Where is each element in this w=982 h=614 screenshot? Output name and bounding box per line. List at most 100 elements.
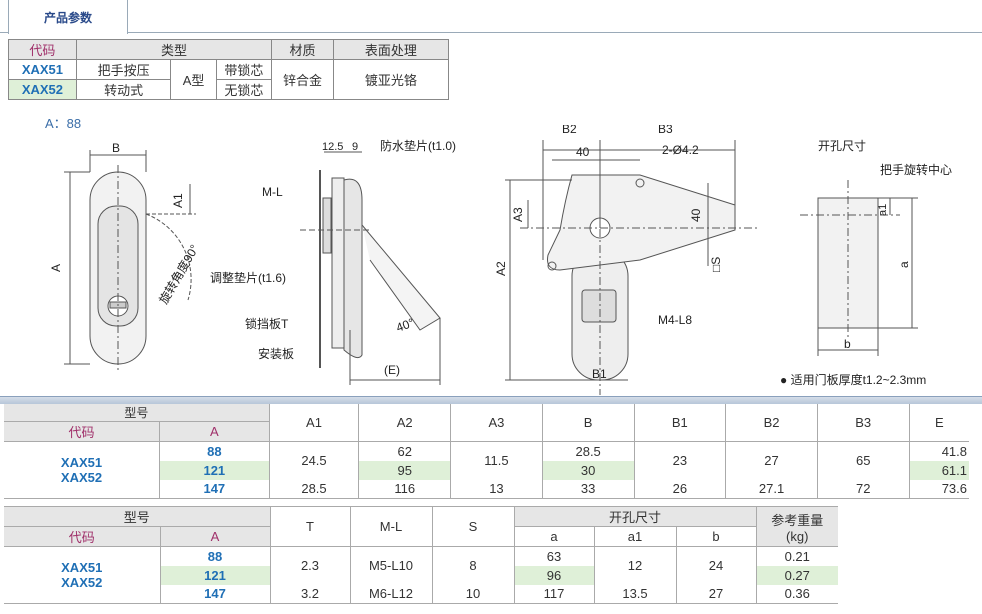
- spec-type-main: 把手按压: [75, 59, 172, 80]
- technical-drawing: B A A1 旋转角度90° 12.5 9 防水垫片(t1.0) M-L 调整垫…: [49, 125, 952, 395]
- dim-col-B1: B1: [633, 404, 726, 442]
- cut-weight-value: 0.27: [755, 565, 838, 585]
- dim-b2-value: 27.1: [725, 479, 818, 499]
- dim-b3-value: 72: [816, 479, 910, 499]
- cut-header-a: A: [159, 526, 270, 547]
- cut-col-ml: M-L: [349, 506, 432, 547]
- dim-col-B: B: [541, 404, 634, 442]
- cut-col-cutout: 开孔尺寸: [513, 506, 756, 527]
- spec-type-sub: A型: [170, 59, 217, 100]
- cut-a-value: 88: [159, 546, 270, 566]
- spec-lock: 无锁芯: [215, 79, 273, 100]
- cut-col-t: T: [269, 506, 350, 547]
- dim-a3-value: 11.5: [450, 441, 543, 480]
- cut-ml-value: M5-L10: [349, 546, 432, 585]
- rotate-angle-label: 旋转角度90°: [156, 242, 202, 307]
- spec-header-material: 材质: [271, 39, 334, 60]
- cut-col-weight: 参考重量(kg): [755, 506, 838, 547]
- cut-a-value: 147: [159, 584, 270, 604]
- spec-code: XAX51: [8, 59, 77, 80]
- dim-b2-value: 27: [725, 441, 818, 480]
- spec-table: 代码 类型 材质 表面处理 XAX51 把手按压 A型 带锁芯 锌合金 镀亚光铬…: [8, 39, 450, 100]
- dim-a-value: 121: [159, 460, 270, 480]
- tab-product-params[interactable]: 产品参数: [8, 0, 128, 34]
- hole-label: 2-Ø4.2: [662, 143, 699, 157]
- dim-b1-value: 23: [633, 441, 726, 480]
- dim-a1-value: 24.5: [268, 441, 359, 480]
- dim-col-A2: A2: [358, 404, 451, 442]
- ml-label: M-L: [262, 185, 283, 199]
- spec-header-type: 类型: [75, 39, 273, 60]
- tab-bar: 产品参数: [0, 0, 982, 34]
- dim-40a-label: 40: [576, 145, 590, 159]
- cut-a-value: 121: [159, 565, 270, 585]
- spec-header-code: 代码: [8, 39, 77, 60]
- dim-header-a: A: [159, 421, 270, 442]
- section-divider: [0, 396, 982, 404]
- dim-e-value: 61.1: [908, 460, 969, 480]
- dim-b1-label: B1: [592, 367, 607, 381]
- spec-lock: 带锁芯: [215, 59, 273, 80]
- cutout-size-label: 开孔尺寸: [818, 139, 866, 153]
- dim-a1-cut-label: a1: [877, 204, 889, 216]
- dim-9-label: 9: [352, 141, 358, 153]
- dim-b-cut-label: b: [844, 337, 851, 351]
- cut-col-a: a: [513, 526, 594, 547]
- dim-a-value: 147: [159, 479, 270, 499]
- cut-weight-value: 0.36: [755, 584, 838, 604]
- dim-e-value: 73.6: [908, 479, 969, 499]
- lock-plate-label: 锁挡板T: [245, 316, 289, 331]
- cut-header-code: 代码: [4, 526, 160, 547]
- dim-e-label: (E): [384, 363, 400, 377]
- cut-b-value: 24: [675, 546, 756, 585]
- spec-code: XAX52: [8, 79, 77, 100]
- adjust-pad-label: 调整垫片(t1.6): [210, 270, 286, 285]
- mount-plate-label: 安装板: [258, 346, 294, 361]
- cut-header-model: 型号: [4, 506, 270, 527]
- dim-b3-label: B3: [658, 125, 673, 136]
- dim-col-A1: A1: [268, 404, 359, 442]
- dim-a-cut-label: a: [897, 261, 911, 268]
- cutout-table: 型号 T M-L S 开孔尺寸 参考重量(kg) 代码 A a a1 b XAX…: [4, 506, 838, 604]
- cut-ml-value: M6-L12: [349, 584, 432, 604]
- cut-s-value: 8: [431, 546, 514, 585]
- dim-12-5-label: 12.5: [322, 141, 343, 153]
- note-a: A：88: [45, 116, 82, 131]
- dim-b-value: 30: [541, 460, 634, 480]
- dim-a1-value: 28.5: [268, 479, 359, 499]
- dim-a3-label: A3: [511, 207, 525, 222]
- m4-label: M4-L8: [658, 313, 692, 327]
- dim-40b-label: 40: [689, 208, 703, 222]
- dim-b-value: 28.5: [541, 441, 634, 461]
- dim-col-B3: B3: [816, 404, 910, 442]
- cut-s-value: 10: [431, 584, 514, 604]
- dim-b-value: 33: [541, 479, 634, 499]
- dim-header-code: 代码: [4, 421, 160, 442]
- cut-weight-value: 0.21: [755, 546, 838, 566]
- dim-a2-value: 95: [358, 460, 451, 480]
- dim-a2-value: 62: [358, 441, 451, 461]
- cut-a-dim-value: 117: [513, 584, 594, 604]
- angle-40-label: 40°: [394, 315, 416, 334]
- dim-col-A3: A3: [450, 404, 543, 442]
- cut-col-a1: a1: [593, 526, 676, 547]
- dim-e-value: 41.8: [908, 441, 969, 461]
- dim-b2-label: B2: [562, 125, 577, 136]
- dim-a2-label: A2: [494, 261, 508, 276]
- dim-a1-label: A1: [171, 193, 185, 208]
- spec-surface: 镀亚光铬: [332, 59, 450, 100]
- waterproof-pad-label: 防水垫片(t1.0): [380, 138, 456, 153]
- cut-b-value: 27: [675, 584, 756, 604]
- thickness-note: ● 适用门板厚度t1.2~2.3mm: [780, 372, 926, 387]
- dim-b3-value: 65: [816, 441, 910, 480]
- cut-a1-value: 12: [593, 546, 676, 585]
- cut-t-value: 3.2: [269, 584, 350, 604]
- spec-type-main: 转动式: [75, 79, 172, 100]
- spec-material: 锌合金: [271, 59, 334, 100]
- dim-header-model: 型号: [4, 404, 270, 422]
- dim-a2-value: 116: [358, 479, 451, 499]
- dim-a-value: 88: [159, 441, 270, 461]
